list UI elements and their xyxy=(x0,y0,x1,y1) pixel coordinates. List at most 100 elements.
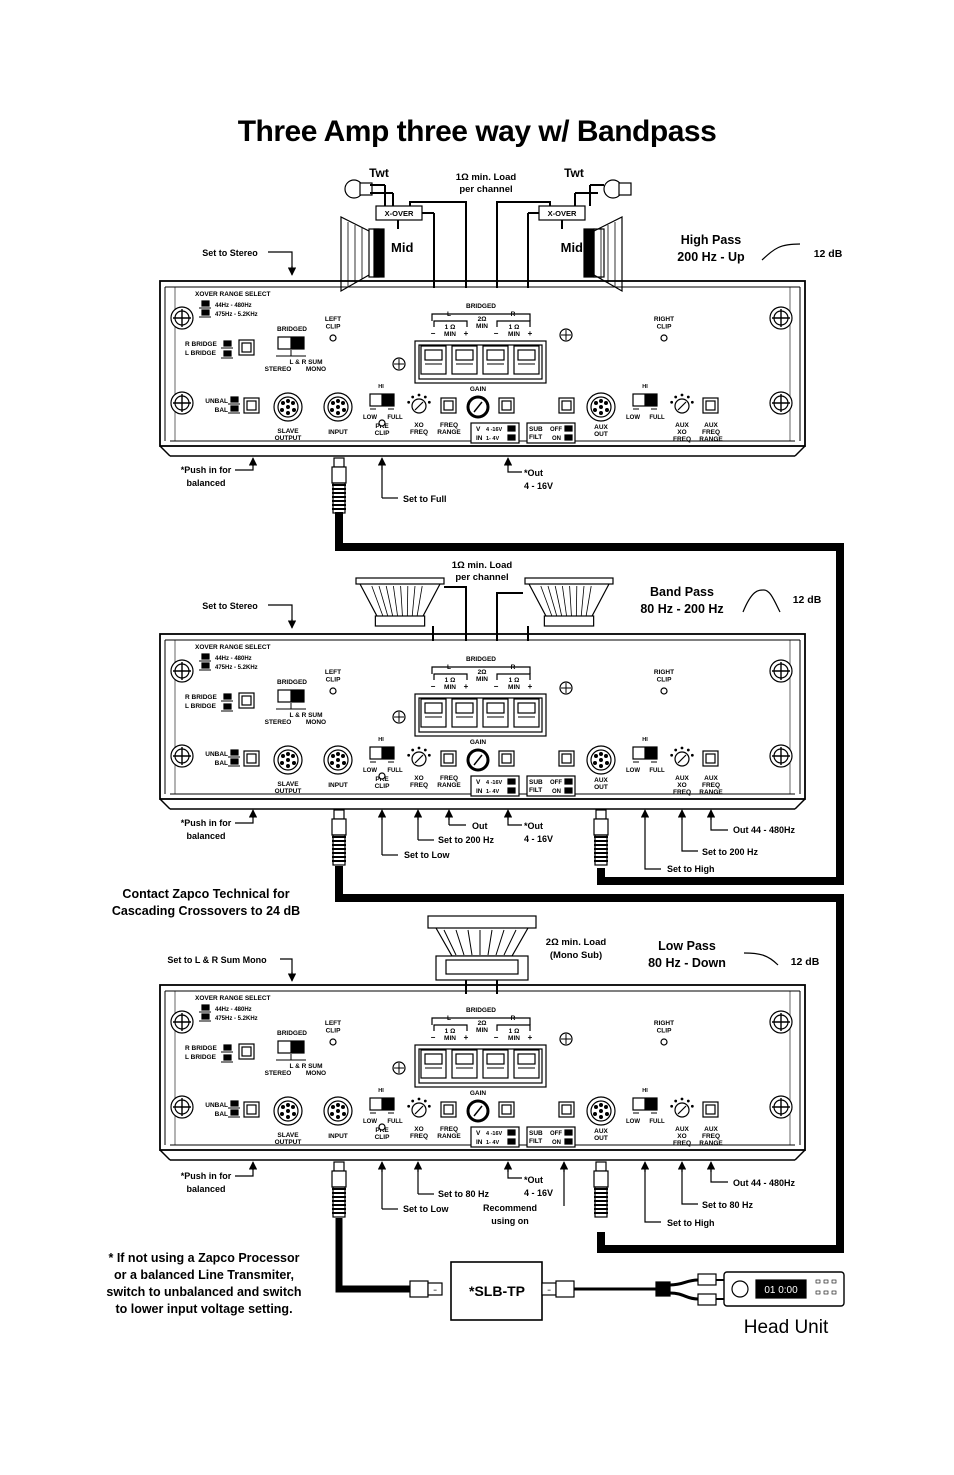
full-label: FULL xyxy=(387,768,403,774)
mounting-screw-icon xyxy=(769,1095,793,1119)
amp3-set-to-low: Set to Low xyxy=(403,1204,449,1214)
mid-right-magnet xyxy=(583,228,595,278)
aux-out-connector-icon xyxy=(586,392,616,422)
sub-filter-button-icon xyxy=(558,1101,575,1118)
bridged-label: BRIDGED xyxy=(277,1030,307,1037)
input-connector-icon xyxy=(323,745,353,775)
speaker-terminal xyxy=(420,345,447,375)
bal-label: BAL xyxy=(215,407,228,414)
speaker-terminal xyxy=(482,698,509,728)
speaker-terminal xyxy=(513,1049,540,1079)
plus-label: + xyxy=(528,1033,533,1042)
plus-label: + xyxy=(528,682,533,691)
mini-switch-icon xyxy=(199,662,211,671)
aux-full-label: FULL xyxy=(649,415,665,421)
mono-label: MONO xyxy=(306,1070,326,1077)
callout-line xyxy=(681,1164,698,1205)
plus-label: + xyxy=(528,329,533,338)
tweeter-right-label: Twt xyxy=(564,166,584,180)
lr-sum-label: L & R SUM xyxy=(289,359,322,366)
sub-filter-button-icon xyxy=(558,750,575,767)
left-channel-label: L xyxy=(447,1015,451,1022)
balance-button-icon xyxy=(243,1101,260,1118)
in-label: IN xyxy=(476,435,483,442)
bridge-button-icon xyxy=(238,339,255,356)
off-label: OFF xyxy=(550,427,562,433)
small-screw-icon xyxy=(392,1061,406,1075)
amp2-set-to-high: Set to High xyxy=(667,864,715,874)
amp3-set-to-mono: Set to L & R Sum Mono xyxy=(167,955,267,965)
mid-left-label: Mid xyxy=(391,240,413,255)
head-unit-display xyxy=(755,1279,807,1299)
aux-freq-range-button-icon xyxy=(702,750,719,767)
mini-switch-icon xyxy=(228,758,240,767)
aux-filter-switch-icon xyxy=(632,746,658,760)
aux-filter-switch-icon xyxy=(632,393,658,407)
speaker-terminal xyxy=(420,1049,447,1079)
voltage-high-label: 4 -16V xyxy=(486,780,503,786)
slave-output-connector-icon xyxy=(273,1096,303,1126)
v-label: V xyxy=(476,779,481,786)
mounting-screw-icon xyxy=(769,659,793,683)
input-voltage-box xyxy=(470,422,520,444)
input-connector-icon xyxy=(323,1096,353,1126)
range-high-label: 475Hz - 5.2KHz xyxy=(215,665,258,671)
speaker-terminal xyxy=(451,345,478,375)
mini-switch-icon xyxy=(199,309,211,318)
small-screw-icon xyxy=(392,357,406,371)
amp3-set-to-80: Set to 80 Hz xyxy=(438,1189,490,1199)
xover-range-select-label: XOVER RANGE SELECT xyxy=(195,644,271,651)
xover-range-select-label: XOVER RANGE SELECT xyxy=(195,995,271,1002)
amp3-aux-set-to-80: Set to 80 Hz xyxy=(702,1200,754,1210)
voltage-high-label: 4 -16V xyxy=(486,427,503,433)
full-label: FULL xyxy=(387,415,403,421)
minus-label: − xyxy=(431,682,436,691)
callout-line xyxy=(710,1164,728,1183)
mini-switch-icon xyxy=(221,1044,233,1053)
input-voltage-button-icon xyxy=(498,1101,515,1118)
mid-right-icon xyxy=(593,216,623,293)
pre-clip-led-icon xyxy=(378,772,386,780)
speaker-terminal xyxy=(482,1049,509,1079)
v-label: V xyxy=(476,1130,481,1137)
mid-left-magnet xyxy=(373,228,385,278)
left-clip-led-icon xyxy=(329,687,337,695)
left-clip-led-icon xyxy=(329,334,337,342)
slb-output-plug-icon: − xyxy=(541,1280,575,1298)
on-label: ON xyxy=(552,789,561,795)
callout-line xyxy=(644,812,661,870)
stereo-label: STEREO xyxy=(265,1070,292,1077)
mounting-screw-icon xyxy=(769,391,793,415)
bal-label: BAL xyxy=(215,760,228,767)
balance-button-icon xyxy=(243,397,260,414)
input-label: INPUT xyxy=(328,1133,348,1140)
head-unit-knob-icon xyxy=(731,1280,749,1298)
low-label: LOW xyxy=(363,768,377,774)
right-channel-label: R xyxy=(511,1015,516,1022)
bridge-button-icon xyxy=(238,692,255,709)
crossover-left-label: X-OVER xyxy=(385,209,414,218)
left-channel-label: L xyxy=(447,664,451,671)
freq-range-button-icon xyxy=(440,397,457,414)
sub-filter-button-icon xyxy=(558,397,575,414)
small-screw-icon xyxy=(559,681,573,695)
